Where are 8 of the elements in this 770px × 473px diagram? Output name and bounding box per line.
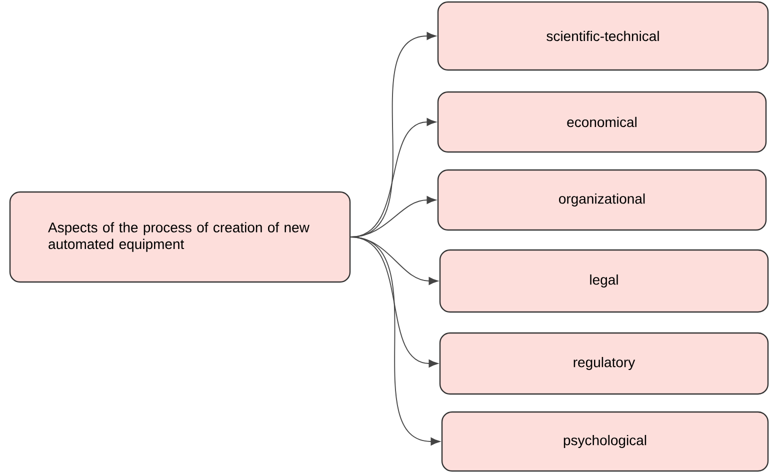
aspect-box: psychological bbox=[441, 411, 769, 472]
aspect-box: regulatory bbox=[439, 332, 769, 395]
arrow bbox=[350, 236, 440, 446]
main-box: Aspects of the process of creation of new automated equipment bbox=[9, 191, 351, 283]
aspect-box: legal bbox=[439, 249, 769, 313]
aspect-box: organizational bbox=[437, 169, 767, 231]
aspect-box: economical bbox=[437, 91, 767, 153]
aspect-box: scientific-technical bbox=[437, 1, 769, 71]
